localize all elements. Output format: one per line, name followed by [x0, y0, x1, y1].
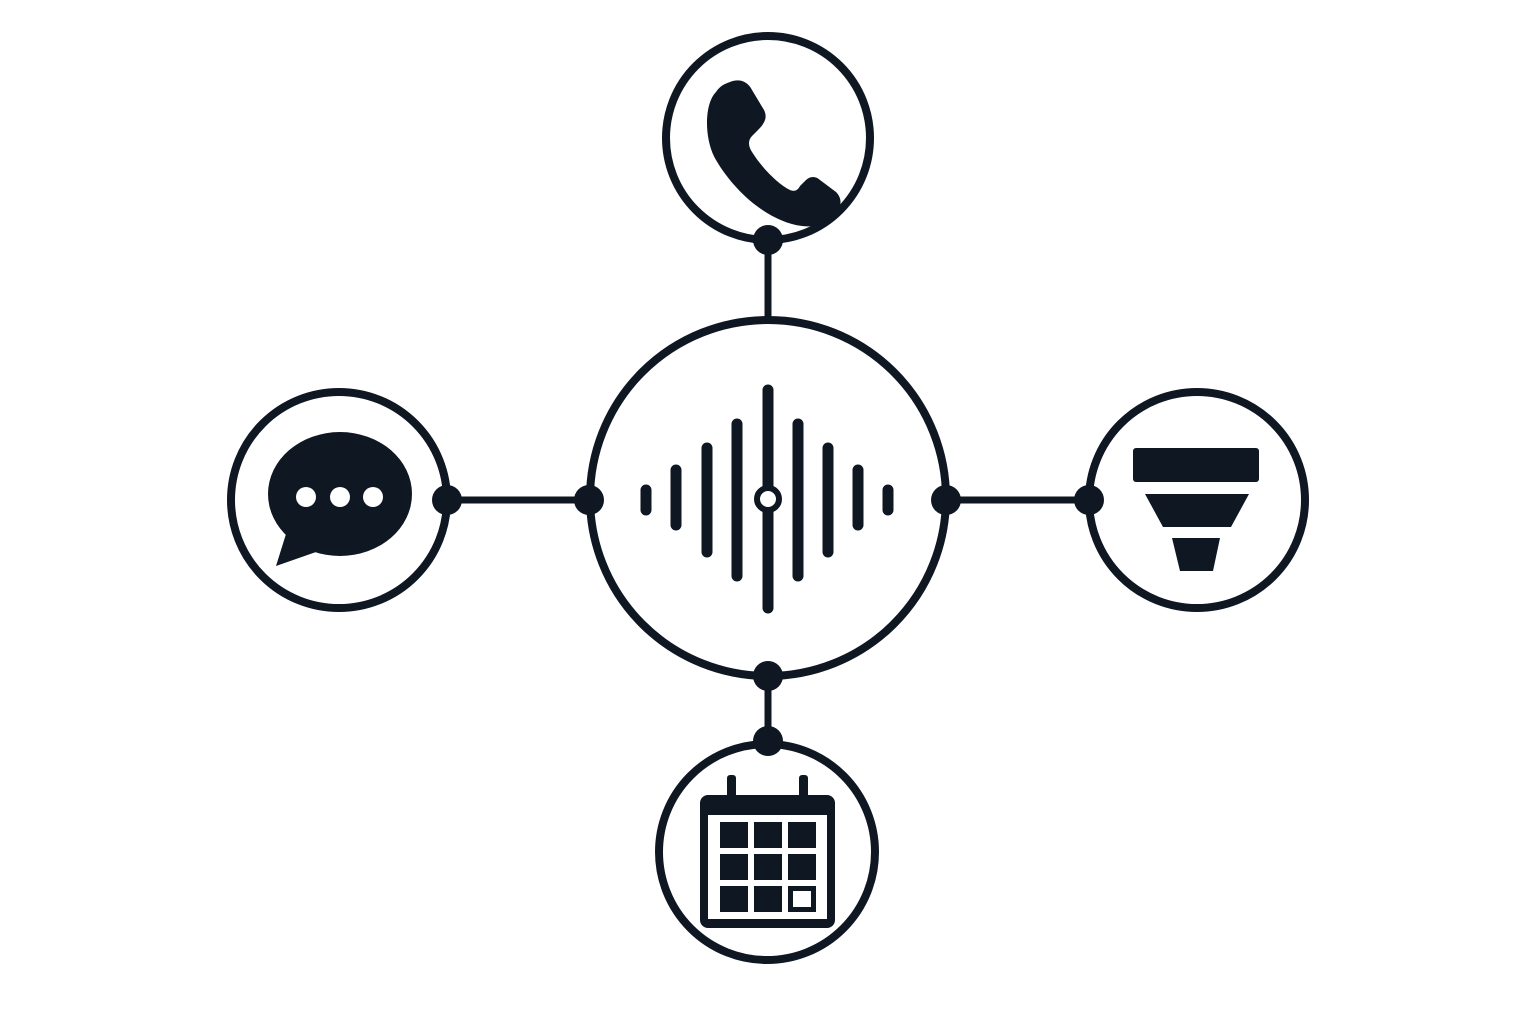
junction-dot	[432, 485, 462, 515]
junction-dots	[432, 225, 1104, 756]
wave-center-dot	[754, 485, 782, 513]
junction-dot	[574, 485, 604, 515]
junction-dot	[753, 726, 783, 756]
chat-bubble-icon	[268, 432, 412, 566]
calendar-icon	[700, 775, 835, 928]
junction-dot	[753, 661, 783, 691]
phone-icon	[707, 80, 841, 227]
junction-dot	[931, 485, 961, 515]
funnel-icon	[1133, 448, 1259, 571]
junction-dot	[753, 225, 783, 255]
junction-dot	[1074, 485, 1104, 515]
sound-wave-icon	[640, 384, 894, 614]
